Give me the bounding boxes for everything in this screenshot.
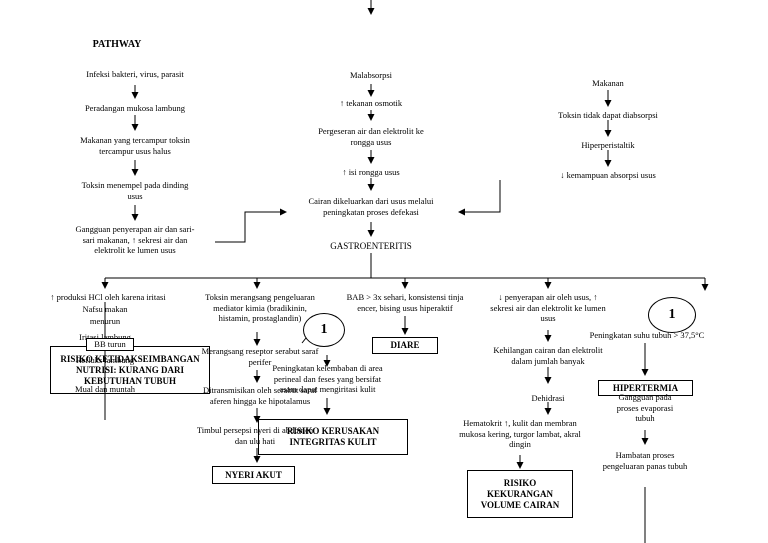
node-dehidrasi: Dehidrasi — [531, 393, 565, 403]
diagnosis-risiko-kekurangan-cairan: RISIKO KEKURANGAN VOLUME CAIRAN — [467, 470, 573, 518]
node-makanan-tercampur-toksin: Makanan yang tercampur toksin tercampur … — [80, 135, 190, 156]
node-kelembaban-perineal: Peningkatan kelembaban di area perineal … — [272, 363, 383, 394]
node-toksin-menempel: Toksin menempel pada dinding usus — [81, 180, 189, 201]
diagnosis-hipertermia: HIPERTERMIA — [598, 380, 693, 396]
node-reseptor-serabut-saraf: Merangsang reseptor serabut saraf perife… — [201, 346, 319, 367]
node-iritasi-lambung: Iritasi lambung — [79, 332, 131, 342]
node-gangguan-evaporasi: Gangguan pada proses evaporasi tubuh — [616, 392, 674, 423]
node-persepsi-nyeri: Timbul persepsi nyeri di abdomen dan ulu… — [196, 425, 314, 446]
connector-circle-1b: 1 — [648, 297, 696, 333]
diagnosis-nyeri-akut: NYERI AKUT — [212, 466, 295, 484]
node-kehilangan-cairan: Kehilangan cairan dan elektrolit dalam j… — [493, 345, 603, 366]
node-refluks-lambung: Refluks lambung — [75, 355, 135, 365]
node-bab-encer: BAB > 3x sehari, konsistensi tinja encer… — [346, 292, 464, 313]
node-toksin-tidak-diabsorpsi: Toksin tidak dapat diabsorpsi — [558, 110, 658, 120]
connector-circle-1: 1 — [303, 313, 345, 347]
node-produksi-hcl: ↑ produksi HCl oleh karena iritasi — [50, 292, 166, 302]
node-hiperperistaltik: Hiperperistaltik — [581, 140, 635, 150]
node-peradangan-mukosa: Peradangan mukosa lambung — [84, 103, 186, 113]
node-makanan: Makanan — [592, 78, 624, 88]
node-penyerapan-air-menurun: ↓ penyerapan air oleh usus, ↑ sekresi ai… — [490, 292, 606, 323]
node-mual-muntah: Mual dan muntah — [75, 384, 135, 394]
node-bb-turun: BB turun — [86, 338, 134, 351]
node-menurun: menurun — [89, 316, 121, 326]
node-gastroenteritis: GASTROENTERITIS — [330, 241, 412, 251]
node-tekanan-osmotik: ↑ tekanan osmotik — [339, 98, 403, 108]
node-isi-rongga-usus: ↑ isi rongga usus — [342, 167, 400, 177]
node-infeksi: Infeksi bakteri, virus, parasit — [86, 69, 184, 79]
node-pergeseran-air: Pergeseran air dan elektrolit ke rongga … — [318, 126, 424, 147]
node-hematokrit: Hematokrit ↑, kulit dan membran mukosa k… — [459, 418, 581, 449]
node-peningkatan-suhu: Peningkatan suhu tubuh > 37,5°C — [589, 330, 705, 340]
node-toksin-mediator-kimia: Toksin merangsang pengeluaran mediator k… — [205, 292, 315, 323]
node-malabsorpsi: Malabsorpsi — [349, 70, 393, 80]
diagnosis-risiko-kerusakan-kulit: RISIKO KERUSAKAN INTEGRITAS KULIT — [258, 419, 408, 455]
node-cairan-dikeluarkan: Cairan dikeluarkan dari usus melalui pen… — [308, 196, 434, 217]
node-ditransmisikan: Ditransmisikan oleh serabut saraf aferen… — [202, 385, 317, 406]
node-kemampuan-absorpsi: ↓ kemampuan absorpsi usus — [560, 170, 656, 180]
node-hambatan-panas: Hambatan proses pengeluaran panas tubuh — [602, 450, 688, 471]
diagram-title: PATHWAY — [92, 39, 142, 50]
diagnosis-diare: DIARE — [372, 337, 438, 354]
node-nafsu-makan: Nafsu makan — [82, 304, 128, 314]
node-gangguan-penyerapan: Gangguan penyerapan air dan sari- sari m… — [75, 224, 195, 255]
